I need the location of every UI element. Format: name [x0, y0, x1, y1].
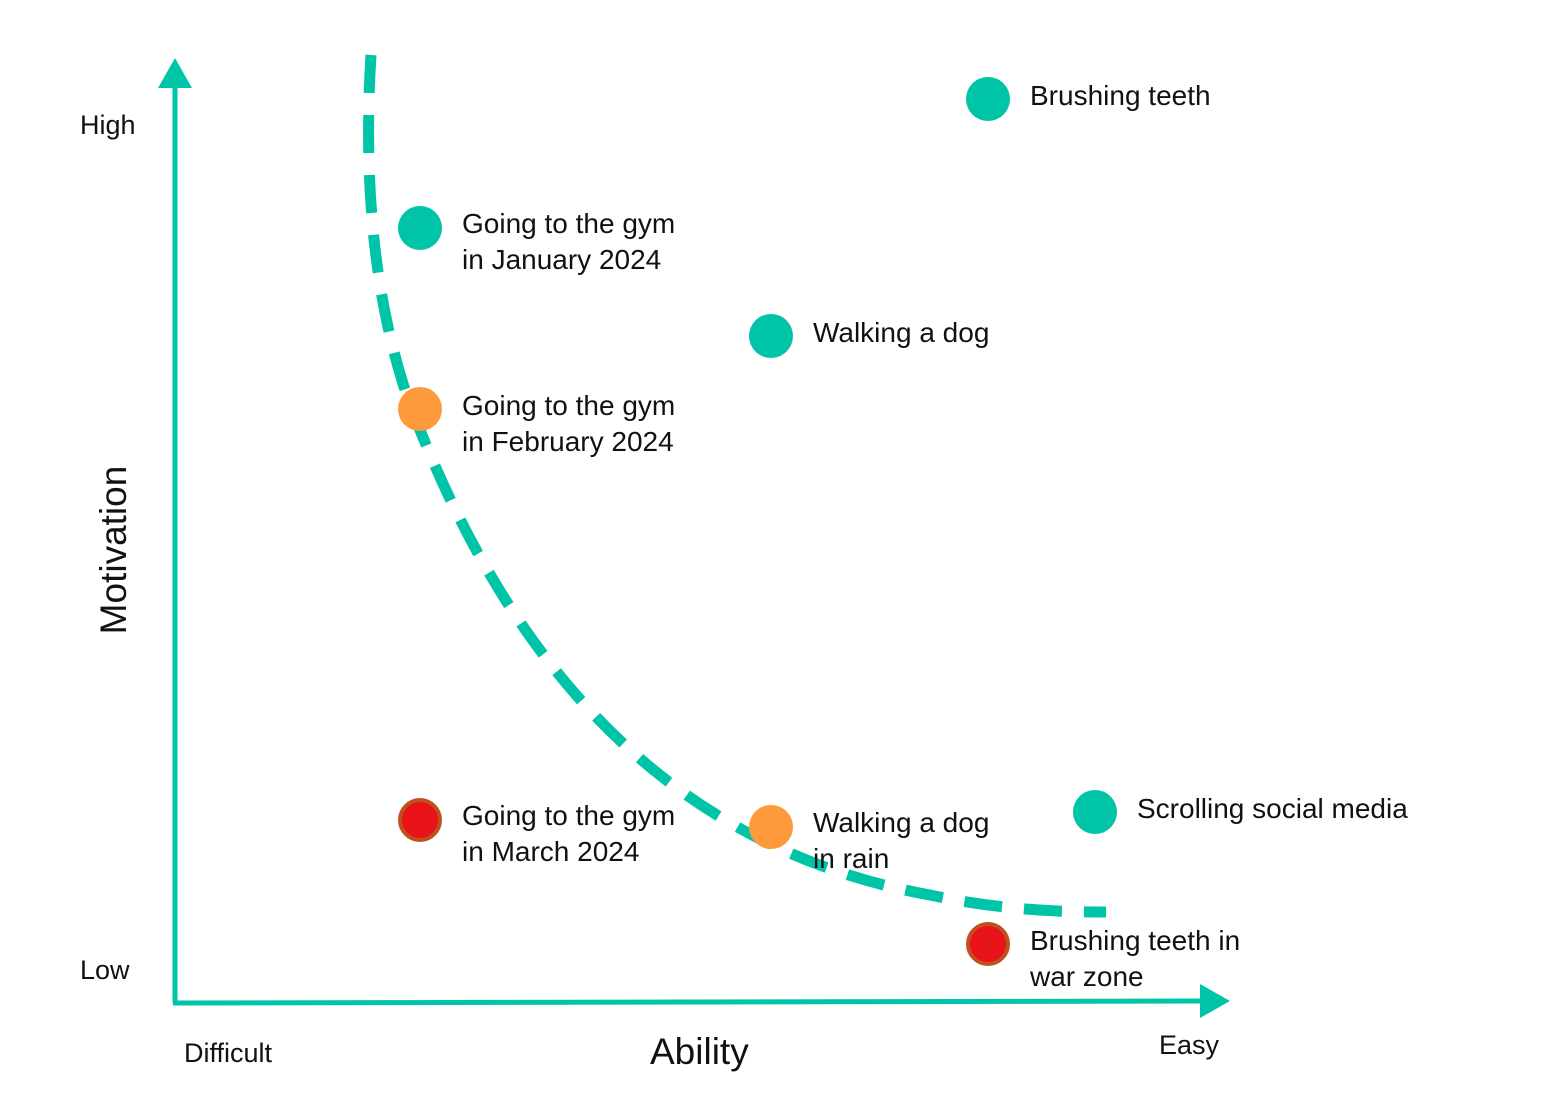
point-label-walking-dog-rain: Walking a dog in rain — [813, 807, 990, 874]
point-marker-walking-dog — [749, 314, 793, 358]
point-marker-scrolling-social — [1073, 790, 1117, 834]
point-label-brushing-teeth: Brushing teeth — [1030, 80, 1211, 111]
x-axis-title: Ability — [650, 1031, 749, 1072]
point-label-walking-dog: Walking a dog — [813, 317, 990, 348]
action-line-curve — [363, 54, 1107, 918]
point-marker-gym-march — [398, 798, 442, 842]
x-axis-arrowhead — [1200, 984, 1230, 1018]
point-label-gym-february: Going to the gym in February 2024 — [462, 390, 676, 457]
y-axis-low-label: Low — [80, 955, 130, 985]
point-label-brushing-war-zone: Brushing teeth in war zone — [1030, 925, 1241, 992]
point-label-gym-march: Going to the gym in March 2024 — [462, 800, 676, 867]
point-label-scrolling-social: Scrolling social media — [1137, 793, 1408, 824]
point-marker-gym-february — [398, 387, 442, 431]
y-axis-arrowhead — [158, 58, 192, 88]
point-marker-gym-january — [398, 206, 442, 250]
point-marker-walking-dog-rain — [749, 805, 793, 849]
point-markers — [398, 77, 1117, 966]
point-marker-brushing-war-zone — [966, 922, 1010, 966]
point-label-gym-january: Going to the gym in January 2024 — [462, 208, 676, 275]
x-axis-easy-label: Easy — [1159, 1030, 1220, 1060]
y-axis-title: Motivation — [93, 465, 134, 635]
x-axis-difficult-label: Difficult — [184, 1038, 273, 1068]
y-axis-high-label: High — [80, 110, 136, 140]
point-marker-brushing-teeth — [966, 77, 1010, 121]
x-axis-line — [172, 998, 1204, 1006]
